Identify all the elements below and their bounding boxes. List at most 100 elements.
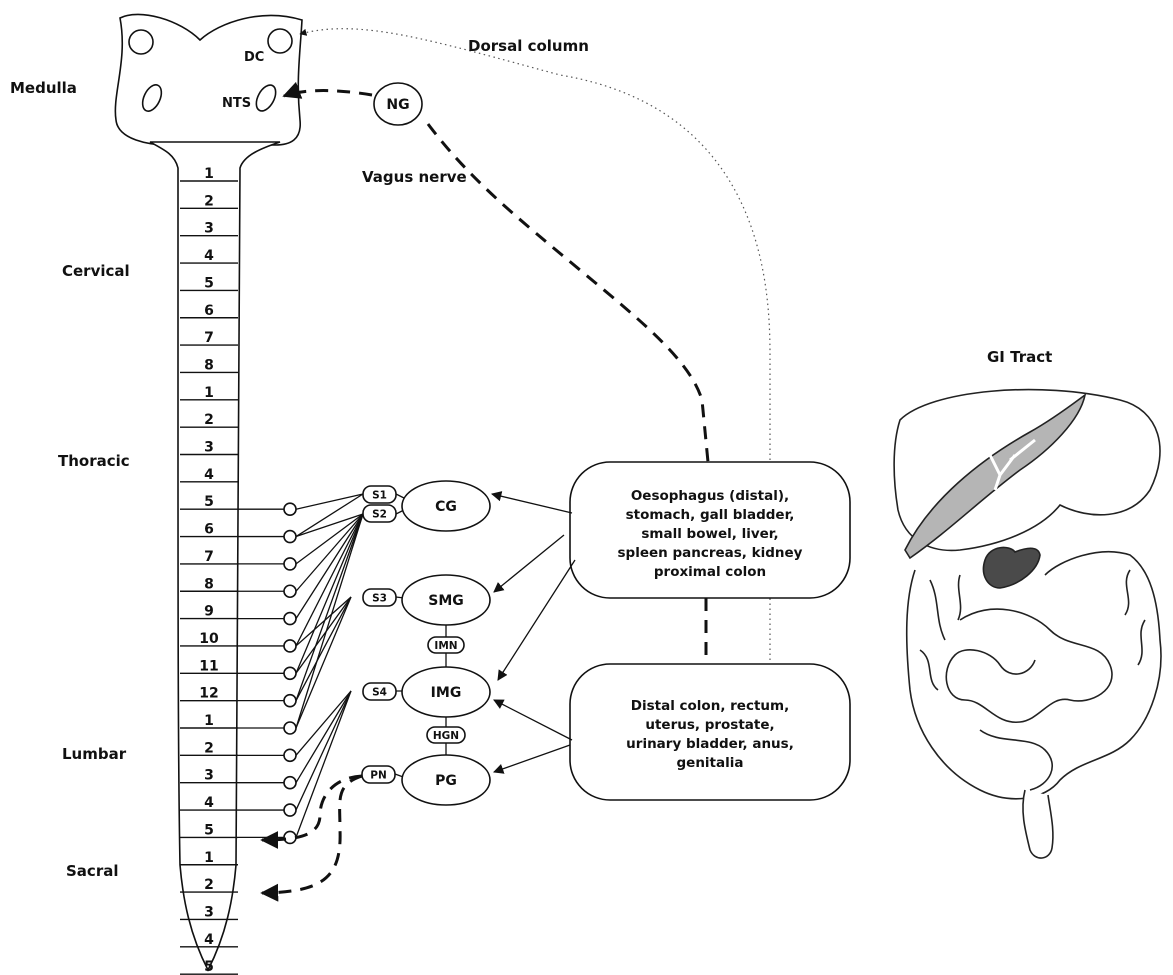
dorsal-column-nucleus — [268, 29, 292, 53]
spinal-cord-outline — [150, 142, 280, 970]
dorsal-column-label: Dorsal column — [468, 37, 589, 55]
cg-label: CG — [435, 499, 457, 515]
paravertebral-ganglion-node — [284, 503, 296, 515]
region-label-cervical: Cervical — [62, 262, 130, 280]
segment-label-cervical-2: 2 — [204, 193, 214, 209]
paravertebral-ganglion-node — [284, 585, 296, 597]
segment-label-thoracic-12: 12 — [199, 686, 218, 702]
segment-label-cervical-7: 7 — [204, 330, 214, 346]
segment-label-sacral-5: 5 — [204, 959, 214, 975]
paravertebral-ganglion-node — [284, 640, 296, 652]
pelvic-nerve-pn: PN — [362, 766, 395, 783]
segment-label-lumbar-5: 5 — [204, 822, 214, 838]
arrow-upper-to-img — [498, 560, 575, 680]
segment-label-sacral-2: 2 — [204, 877, 214, 893]
segment-label-cervical-1: 1 — [204, 166, 214, 182]
splanchnic-nerve-s3: S3 — [363, 589, 396, 606]
svg-text:S4: S4 — [372, 687, 387, 699]
upper-organs-line-5: proximal colon — [654, 564, 766, 580]
paravertebral-ganglion-node — [284, 667, 296, 679]
splanchnic-nerve-s4: S4 — [363, 683, 396, 700]
segment-label-thoracic-11: 11 — [199, 658, 218, 674]
gi-tract-title: GI Tract — [987, 348, 1052, 366]
segment-label-thoracic-6: 6 — [204, 522, 214, 538]
root-to-s4-line — [296, 691, 351, 837]
intermesenteric-nerve-imn: IMN — [428, 637, 464, 653]
segment-label-lumbar-3: 3 — [204, 768, 214, 784]
svg-text:S3: S3 — [372, 593, 387, 605]
arrow-upper-to-cg — [492, 494, 572, 513]
paravertebral-ganglion-node — [284, 695, 296, 707]
smg-label: SMG — [428, 593, 464, 609]
paravertebral-ganglion-node — [284, 558, 296, 570]
medulla-nucleus-left — [129, 30, 153, 54]
paravertebral-ganglion-node — [284, 531, 296, 543]
paravertebral-ganglion-node — [284, 831, 296, 843]
segment-label-thoracic-10: 10 — [199, 631, 219, 647]
arrow-upper-to-smg — [494, 535, 564, 592]
segment-label-sacral-1: 1 — [204, 850, 214, 866]
gi-tract-illustration — [894, 390, 1161, 858]
segment-label-cervical-8: 8 — [204, 357, 214, 373]
segment-label-thoracic-3: 3 — [204, 440, 214, 456]
hypogastric-nerve-hgn: HGN — [427, 727, 465, 743]
vagus-nerve-path — [428, 124, 708, 462]
segment-label-lumbar-2: 2 — [204, 740, 214, 756]
root-to-s1-line — [296, 494, 363, 509]
segment-label-cervical-5: 5 — [204, 275, 214, 291]
arrow-lower-to-pg — [494, 745, 570, 772]
paravertebral-ganglion-node — [284, 804, 296, 816]
lower-organs-line-4: genitalia — [677, 755, 744, 771]
region-label-lumbar: Lumbar — [62, 745, 127, 763]
region-label-sacral: Sacral — [66, 862, 118, 880]
segment-label-thoracic-8: 8 — [204, 576, 214, 592]
root-to-s2-line — [296, 514, 363, 728]
upper-organs-line-2: stomach, gall bladder, — [626, 507, 795, 523]
pg-label: PG — [435, 773, 457, 789]
segment-label-cervical-3: 3 — [204, 221, 214, 237]
segment-label-cervical-6: 6 — [204, 303, 214, 319]
svg-text:PN: PN — [370, 770, 386, 782]
svg-text:S2: S2 — [372, 509, 387, 521]
segment-label-sacral-4: 4 — [204, 932, 214, 948]
upper-organs-line-1: Oesophagus (distal), — [631, 488, 789, 504]
root-to-s3-line — [296, 597, 351, 701]
img-label: IMG — [431, 685, 462, 701]
segment-label-lumbar-1: 1 — [204, 713, 214, 729]
svg-text:IMN: IMN — [434, 640, 457, 652]
paravertebral-ganglion-node — [284, 722, 296, 734]
nerve-to-ganglion-links — [395, 494, 406, 778]
ng-label: NG — [386, 97, 409, 113]
splanchnic-nerve-s1: S1 — [363, 486, 396, 503]
segment-label-thoracic-2: 2 — [204, 412, 214, 428]
paravertebral-ganglion-node — [284, 777, 296, 789]
paravertebral-ganglion-node — [284, 749, 296, 761]
dc-label: DC — [244, 50, 264, 65]
svg-text:S1: S1 — [372, 490, 387, 502]
paravertebral-ganglion-node — [284, 613, 296, 625]
root-to-s4-line — [296, 691, 351, 783]
lower-organs-line-1: Distal colon, rectum, — [631, 698, 789, 714]
segment-label-sacral-3: 3 — [204, 904, 214, 920]
segment-label-thoracic-9: 9 — [204, 604, 214, 620]
segment-label-lumbar-4: 4 — [204, 795, 214, 811]
segment-label-thoracic-4: 4 — [204, 467, 214, 483]
segment-label-thoracic-1: 1 — [204, 385, 214, 401]
splanchnic-nerve-s2: S2 — [363, 505, 396, 522]
root-to-s2-line — [296, 514, 363, 701]
lower-organs-line-2: uterus, prostate, — [645, 717, 774, 733]
upper-organs-line-3: small bowel, liver, — [641, 526, 778, 542]
upper-organs-line-4: spleen pancreas, kidney — [618, 545, 803, 561]
vagus-nerve-label: Vagus nerve — [362, 168, 467, 186]
segment-label-thoracic-7: 7 — [204, 549, 214, 565]
svg-text:HGN: HGN — [433, 730, 459, 742]
region-label-thoracic: Thoracic — [58, 452, 130, 470]
lower-organs-line-3: urinary bladder, anus, — [626, 736, 794, 752]
arrow-lower-to-img — [494, 700, 572, 740]
segment-label-cervical-4: 4 — [204, 248, 214, 264]
pelvic-nerve-to-s2 — [262, 776, 362, 840]
region-label-medulla: Medulla — [10, 79, 77, 97]
segment-label-thoracic-5: 5 — [204, 494, 214, 510]
nts-label: NTS — [222, 96, 251, 111]
